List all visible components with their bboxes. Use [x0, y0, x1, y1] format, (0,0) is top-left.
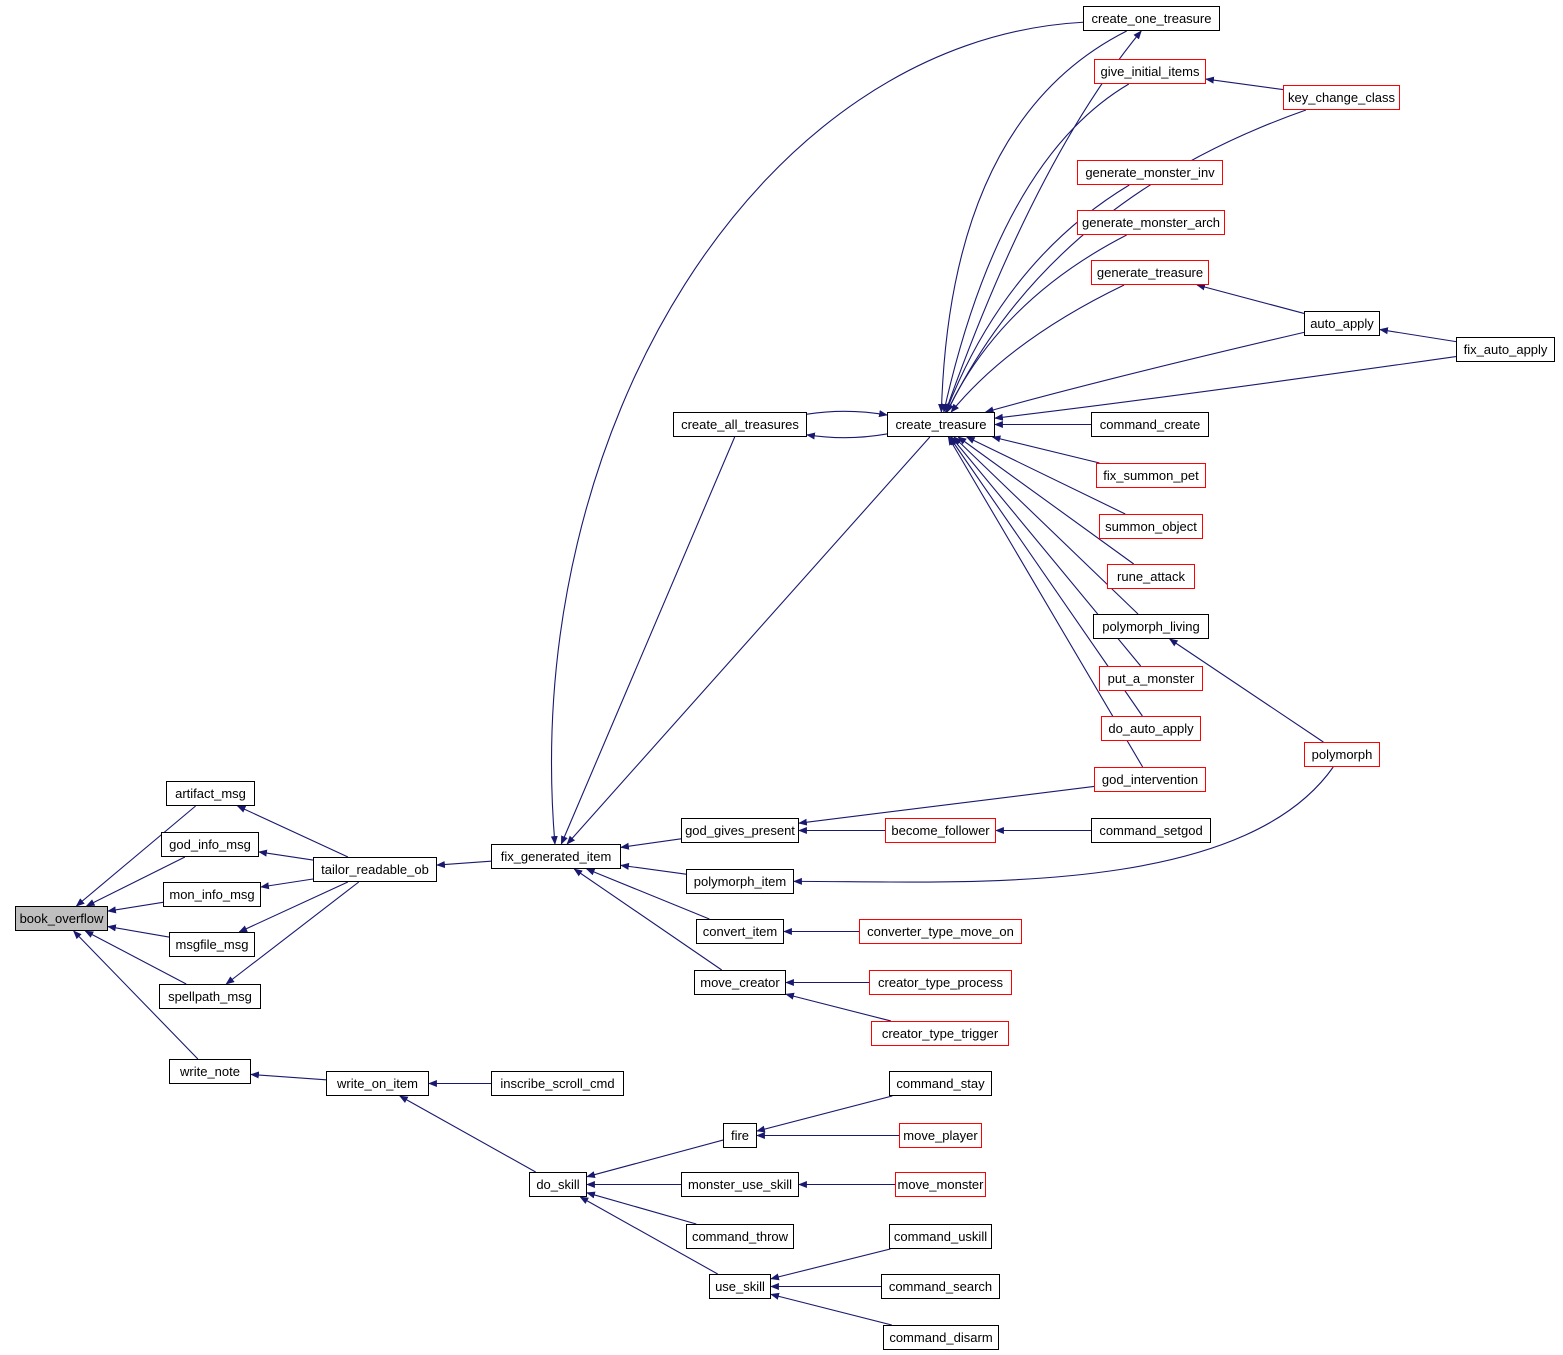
graph-node-become_follower[interactable]: become_follower	[885, 818, 996, 843]
graph-node-polymorph[interactable]: polymorph	[1304, 742, 1380, 767]
graph-node-generate_treasure[interactable]: generate_treasure	[1091, 260, 1209, 285]
graph-node-monster_use_skill[interactable]: monster_use_skill	[681, 1172, 799, 1197]
edge-create_one_treasure-to-create_treasure	[938, 30, 1127, 413]
graph-node-mon_info_msg[interactable]: mon_info_msg	[163, 882, 261, 907]
edge-polymorph-to-polymorph_living	[1168, 638, 1324, 743]
edge-fix_generated_item-to-tailor_readable_ob	[436, 860, 492, 868]
edge-create_treasure-to-create_all_treasures	[806, 432, 888, 440]
graph-node-write_on_item[interactable]: write_on_item	[326, 1071, 429, 1096]
edge-create_all_treasures-to-create_treasure	[806, 410, 888, 418]
graph-node-command_stay[interactable]: command_stay	[889, 1071, 992, 1096]
graph-node-command_create[interactable]: command_create	[1091, 412, 1209, 437]
graph-node-move_player[interactable]: move_player	[899, 1123, 982, 1148]
edge-summon_object-to-create_treasure	[965, 436, 1126, 515]
edge-give_initial_items-to-create_treasure	[942, 83, 1130, 413]
graph-node-tailor_readable_ob[interactable]: tailor_readable_ob	[313, 857, 437, 882]
edge-tailor_readable_ob-to-spellpath_msg	[225, 881, 360, 985]
graph-node-spellpath_msg[interactable]: spellpath_msg	[159, 984, 261, 1009]
edge-auto_apply-to-create_treasure	[984, 331, 1305, 414]
edge-rune_attack-to-create_treasure	[957, 436, 1135, 565]
graph-node-generate_monster_inv[interactable]: generate_monster_inv	[1077, 160, 1223, 185]
graph-node-polymorph_living[interactable]: polymorph_living	[1093, 614, 1209, 639]
edge-create_all_treasures-to-fix_generated_item	[560, 436, 736, 845]
graph-node-create_one_treasure[interactable]: create_one_treasure	[1083, 6, 1220, 31]
graph-node-creator_type_process[interactable]: creator_type_process	[869, 970, 1012, 995]
graph-node-book_overflow: book_overflow	[15, 906, 108, 931]
graph-node-create_treasure[interactable]: create_treasure	[887, 412, 995, 437]
graph-node-write_note[interactable]: write_note	[169, 1059, 251, 1084]
graph-node-creator_type_trigger[interactable]: creator_type_trigger	[871, 1021, 1009, 1046]
graph-node-god_info_msg[interactable]: god_info_msg	[161, 832, 259, 857]
edge-fix_auto_apply-to-create_treasure	[994, 355, 1457, 421]
edge-convert_item-to-fix_generated_item	[585, 868, 710, 920]
edge-god_intervention-to-create_treasure	[947, 436, 1144, 768]
edge-tailor_readable_ob-to-mon_info_msg	[260, 878, 314, 890]
graph-node-command_setgod[interactable]: command_setgod	[1091, 818, 1211, 843]
graph-node-move_monster[interactable]: move_monster	[895, 1172, 986, 1197]
edge-generate_monster_arch-to-create_treasure	[946, 234, 1127, 413]
graph-node-convert_item[interactable]: convert_item	[696, 919, 784, 944]
graph-node-artifact_msg[interactable]: artifact_msg	[166, 781, 255, 806]
graph-node-god_gives_present[interactable]: god_gives_present	[681, 818, 799, 843]
edge-tailor_readable_ob-to-msgfile_msg	[238, 881, 349, 933]
edge-write_on_item-to-write_note	[250, 1071, 327, 1081]
graph-node-fix_summon_pet[interactable]: fix_summon_pet	[1096, 463, 1206, 488]
edge-generate_monster_inv-to-create_treasure	[945, 184, 1130, 413]
graph-node-fix_generated_item[interactable]: fix_generated_item	[491, 844, 621, 869]
edge-auto_apply-to-generate_treasure	[1196, 283, 1305, 314]
graph-node-move_creator[interactable]: move_creator	[694, 970, 786, 995]
edge-tailor_readable_ob-to-artifact_msg	[236, 805, 349, 858]
edge-use_skill-to-do_skill	[579, 1196, 718, 1275]
graph-node-fire[interactable]: fire	[723, 1123, 757, 1148]
graph-node-use_skill[interactable]: use_skill	[709, 1274, 771, 1299]
edge-tailor_readable_ob-to-god_info_msg	[258, 849, 314, 861]
edge-create_one_treasure-to-fix_generated_item	[550, 21, 1084, 845]
edge-command_disarm-to-use_skill	[770, 1292, 892, 1326]
graph-node-god_intervention[interactable]: god_intervention	[1094, 767, 1206, 792]
graph-node-command_throw[interactable]: command_throw	[686, 1224, 794, 1249]
graph-node-inscribe_scroll_cmd[interactable]: inscribe_scroll_cmd	[491, 1071, 624, 1096]
graph-node-key_change_class[interactable]: key_change_class	[1283, 85, 1400, 110]
graph-node-command_disarm[interactable]: command_disarm	[883, 1325, 999, 1350]
edge-fix_auto_apply-to-auto_apply	[1379, 327, 1457, 343]
edge-god_gives_present-to-fix_generated_item	[620, 838, 682, 850]
graph-node-polymorph_item[interactable]: polymorph_item	[686, 869, 794, 894]
edge-polymorph_item-to-fix_generated_item	[620, 862, 687, 875]
edge-fire-to-do_skill	[586, 1139, 724, 1179]
graph-node-do_auto_apply[interactable]: do_auto_apply	[1101, 716, 1201, 741]
graph-node-create_all_treasures[interactable]: create_all_treasures	[673, 412, 807, 437]
edge-god_info_msg-to-book_overflow	[85, 856, 186, 907]
edge-artifact_msg-to-book_overflow	[75, 805, 196, 907]
edge-command_uskill-to-use_skill	[770, 1248, 891, 1281]
edge-generate_treasure-to-create_treasure	[950, 284, 1125, 413]
edge-do_skill-to-write_on_item	[399, 1095, 536, 1173]
graph-node-command_uskill[interactable]: command_uskill	[889, 1224, 992, 1249]
graph-node-msgfile_msg[interactable]: msgfile_msg	[169, 932, 255, 957]
graph-node-put_a_monster[interactable]: put_a_monster	[1099, 666, 1203, 691]
edge-mon_info_msg-to-book_overflow	[107, 901, 164, 914]
edge-command_stay-to-fire	[756, 1095, 893, 1133]
graph-node-converter_type_move_on[interactable]: converter_type_move_on	[859, 919, 1022, 944]
graph-node-auto_apply[interactable]: auto_apply	[1304, 311, 1380, 336]
edge-god_intervention-to-god_gives_present	[798, 785, 1095, 826]
graph-node-rune_attack[interactable]: rune_attack	[1107, 564, 1195, 589]
edge-command_throw-to-do_skill	[586, 1191, 697, 1225]
graph-node-summon_object[interactable]: summon_object	[1099, 514, 1203, 539]
graph-node-fix_auto_apply[interactable]: fix_auto_apply	[1456, 337, 1555, 362]
edge-spellpath_msg-to-book_overflow	[84, 930, 187, 985]
edge-write_note-to-book_overflow	[73, 930, 199, 1060]
graph-node-give_initial_items[interactable]: give_initial_items	[1094, 59, 1206, 84]
edge-key_change_class-to-give_initial_items	[1205, 76, 1284, 91]
edge-msgfile_msg-to-book_overflow	[107, 924, 170, 938]
edge-move_creator-to-fix_generated_item	[573, 868, 723, 971]
graph-node-generate_monster_arch[interactable]: generate_monster_arch	[1077, 210, 1225, 235]
edge-fix_summon_pet-to-create_treasure	[991, 435, 1100, 464]
graph-node-command_search[interactable]: command_search	[881, 1274, 1000, 1299]
edge-create_treasure-to-fix_generated_item	[566, 436, 931, 845]
edge-polymorph-to-polymorph_item	[793, 766, 1334, 885]
graph-node-do_skill[interactable]: do_skill	[529, 1172, 587, 1197]
edge-creator_type_trigger-to-move_creator	[785, 992, 892, 1022]
